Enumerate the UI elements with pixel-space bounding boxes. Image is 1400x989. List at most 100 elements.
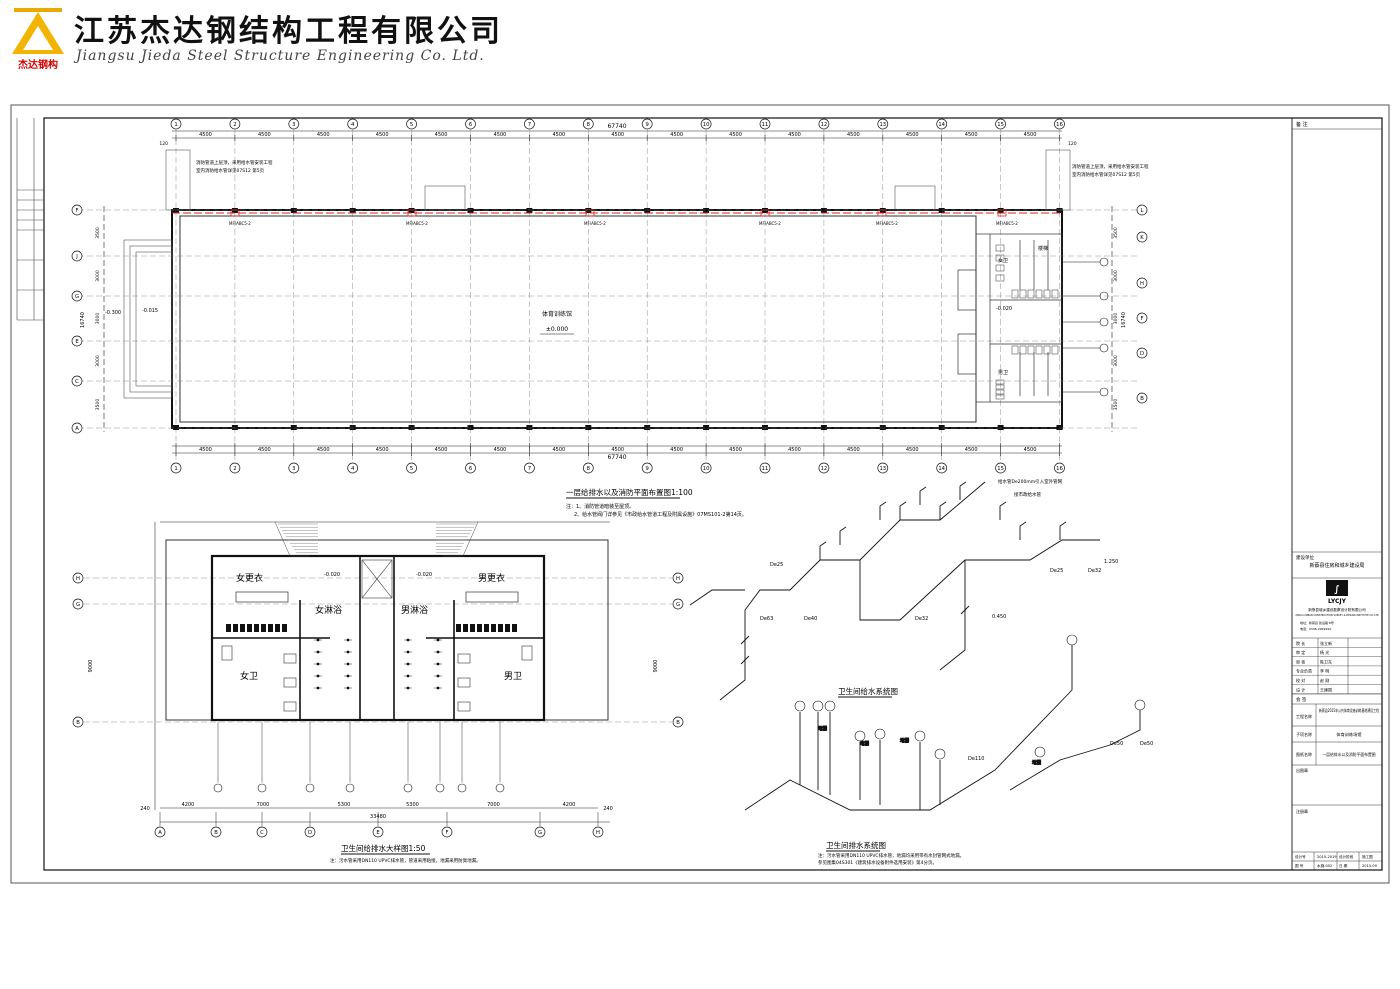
annex-left	[165, 149, 191, 211]
plan-column-bubble-top: 15	[995, 118, 1006, 130]
plan-column-bubble-bottom: 16	[1054, 462, 1065, 474]
outer-frame	[10, 104, 1390, 884]
sink-fixture	[221, 645, 233, 661]
tb-sub-label: 子项名称	[1296, 731, 1312, 737]
building-outline	[171, 209, 1063, 429]
bay-dim-top: 4500	[1024, 132, 1037, 138]
tb-role: 校 对	[1296, 677, 1305, 683]
plan-column-bubble-top: 3	[288, 118, 300, 130]
fixture-tag	[934, 748, 946, 760]
plan-column-bubble-bottom-label: 7	[528, 466, 531, 472]
logo-text: 杰达钢构	[18, 58, 58, 70]
pipe-note-right-1: 消防管道上层顶，采用给水管安装工程	[1072, 163, 1149, 170]
floor-drain-icon	[213, 783, 223, 793]
detail-column-bubble: B	[210, 826, 222, 838]
plan-column-bubble-bottom: 14	[936, 462, 948, 474]
toilet-fixture	[457, 701, 471, 712]
fixture-tag	[812, 700, 824, 712]
drain-de50-2: De50	[1140, 741, 1153, 747]
tb-role: 审 核	[1296, 658, 1305, 664]
bay-dim-bottom: 4500	[376, 447, 389, 453]
fixture-label: 地漏	[818, 725, 827, 732]
floor-plan: 67740 67740 1122334455667788991010111112…	[71, 118, 1149, 518]
shower-head-icon	[314, 674, 322, 678]
shower-head-icon	[434, 638, 442, 642]
plan-column-bubble-top-label: 4	[351, 122, 355, 128]
stair-label: 楼梯	[1038, 245, 1048, 252]
supply-riser	[1059, 521, 1067, 540]
plan-column-bubble-top-label: 10	[703, 122, 710, 128]
hydrant-label: MF/ABC5-2	[229, 221, 251, 226]
bay-dim-bottom: 4500	[199, 447, 212, 453]
shower-head-icon	[404, 686, 412, 690]
steel-column	[644, 208, 651, 213]
locker	[240, 624, 245, 632]
steel-column	[231, 208, 238, 213]
plan-column-bubble-bottom-label: 8	[587, 466, 590, 472]
plan-row-bubble-right-label: B	[1140, 396, 1144, 402]
row-dim-right: 3000	[1113, 355, 1119, 367]
plan-column-bubble-bottom: 7	[524, 462, 535, 474]
plan-column-bubble-top: 12	[818, 118, 830, 130]
bay-dim-top: 4500	[729, 132, 742, 138]
steel-column	[820, 425, 827, 430]
bay-dim-top: 4500	[258, 132, 271, 138]
plan-column-bubble-top: 2	[229, 118, 241, 130]
steel-column	[879, 208, 886, 213]
fire-extinguisher-icon: MF/ABC5-2	[584, 209, 606, 226]
entrance-steps	[123, 239, 173, 399]
detail-row-bubble-right: B	[672, 716, 684, 728]
tb-role-name: 杨 光	[1320, 649, 1329, 655]
tb-dn-label: 设计号	[1295, 854, 1306, 859]
locker	[247, 624, 252, 632]
tb-role-name: 赵 刚	[1320, 677, 1329, 683]
company-logo: 杰达钢构	[12, 8, 64, 70]
shower-head-icon	[344, 662, 352, 666]
steel-column	[762, 208, 768, 213]
cad-drawing-sheet: 67740 67740 1122334455667788991010111112…	[10, 104, 1390, 884]
shower-head-icon	[404, 674, 412, 678]
plan-column-bubble-top-label: 15	[997, 122, 1004, 128]
detail-stairs	[274, 521, 479, 557]
detail-column-bubble: H	[592, 826, 604, 838]
plan-row-bubble-left: F	[71, 204, 83, 216]
plan-column-bubble-top-label: 16	[1056, 122, 1063, 128]
plan-column-bubble-bottom: 11	[759, 462, 771, 474]
plan-column-bubble-top: 1	[170, 118, 182, 130]
plan-column-bubble-bottom-label: 11	[762, 466, 769, 472]
drain-note-1: 注：污水管采用DN110 UPVC排水管，地漏均采用带有水封管网式地漏。	[818, 852, 964, 859]
plan-column-bubble-top-label: 12	[821, 122, 828, 128]
bay-dim-bottom: 4500	[965, 447, 978, 453]
bay-dim-bottom: 4500	[847, 447, 860, 453]
entrance-elevation: -0.300	[105, 310, 121, 316]
plan-column-bubble-top-label: 1	[174, 122, 177, 128]
detail-end-dim-right: 240	[603, 806, 613, 812]
locker	[498, 624, 503, 632]
detail-title: 卫生间给排水大样图1:50	[341, 843, 426, 853]
steel-column	[173, 208, 179, 213]
shower-head-icon	[344, 650, 352, 654]
total-dim-top: 67740	[607, 123, 626, 130]
plan-column-bubble-top: 8	[582, 118, 594, 130]
bay-dim-bottom: 4500	[906, 447, 919, 453]
plan-note-2: 2、给水管阀门详参见《市政给水管道工程及附属设施》07MS101-2第14页。	[574, 511, 747, 518]
detail-dim: 5300	[406, 802, 419, 808]
valve-icon	[740, 655, 750, 665]
detail-elev-2: -0.020	[416, 572, 432, 578]
row-dim-left: 3000	[95, 355, 101, 367]
tb-no: 水施-002	[1317, 863, 1332, 868]
tb-date-label: 日 期	[1339, 863, 1348, 868]
tb-client: 新蔡县住房和城乡建设局	[1309, 562, 1364, 569]
plan-row-bubble-left: C	[71, 375, 83, 387]
bay-dim-bottom: 4500	[729, 447, 742, 453]
left-margin-strip	[16, 118, 44, 321]
plan-column-bubble-bottom: 8	[582, 462, 594, 474]
plan-column-bubble-top: 7	[524, 118, 535, 130]
company-header: 杰达钢构 江苏杰达钢结构工程有限公司 Jiangsu Jieda Steel S…	[0, 0, 1400, 78]
detail-row-bubble-right-label: B	[676, 720, 680, 726]
steel-column	[1056, 425, 1063, 430]
room-w-change: 女更衣	[236, 572, 263, 584]
detail-column-bubble-label: F	[445, 830, 448, 836]
end-dim-top-left: 120	[159, 141, 168, 147]
shower-head-icon	[434, 650, 442, 654]
